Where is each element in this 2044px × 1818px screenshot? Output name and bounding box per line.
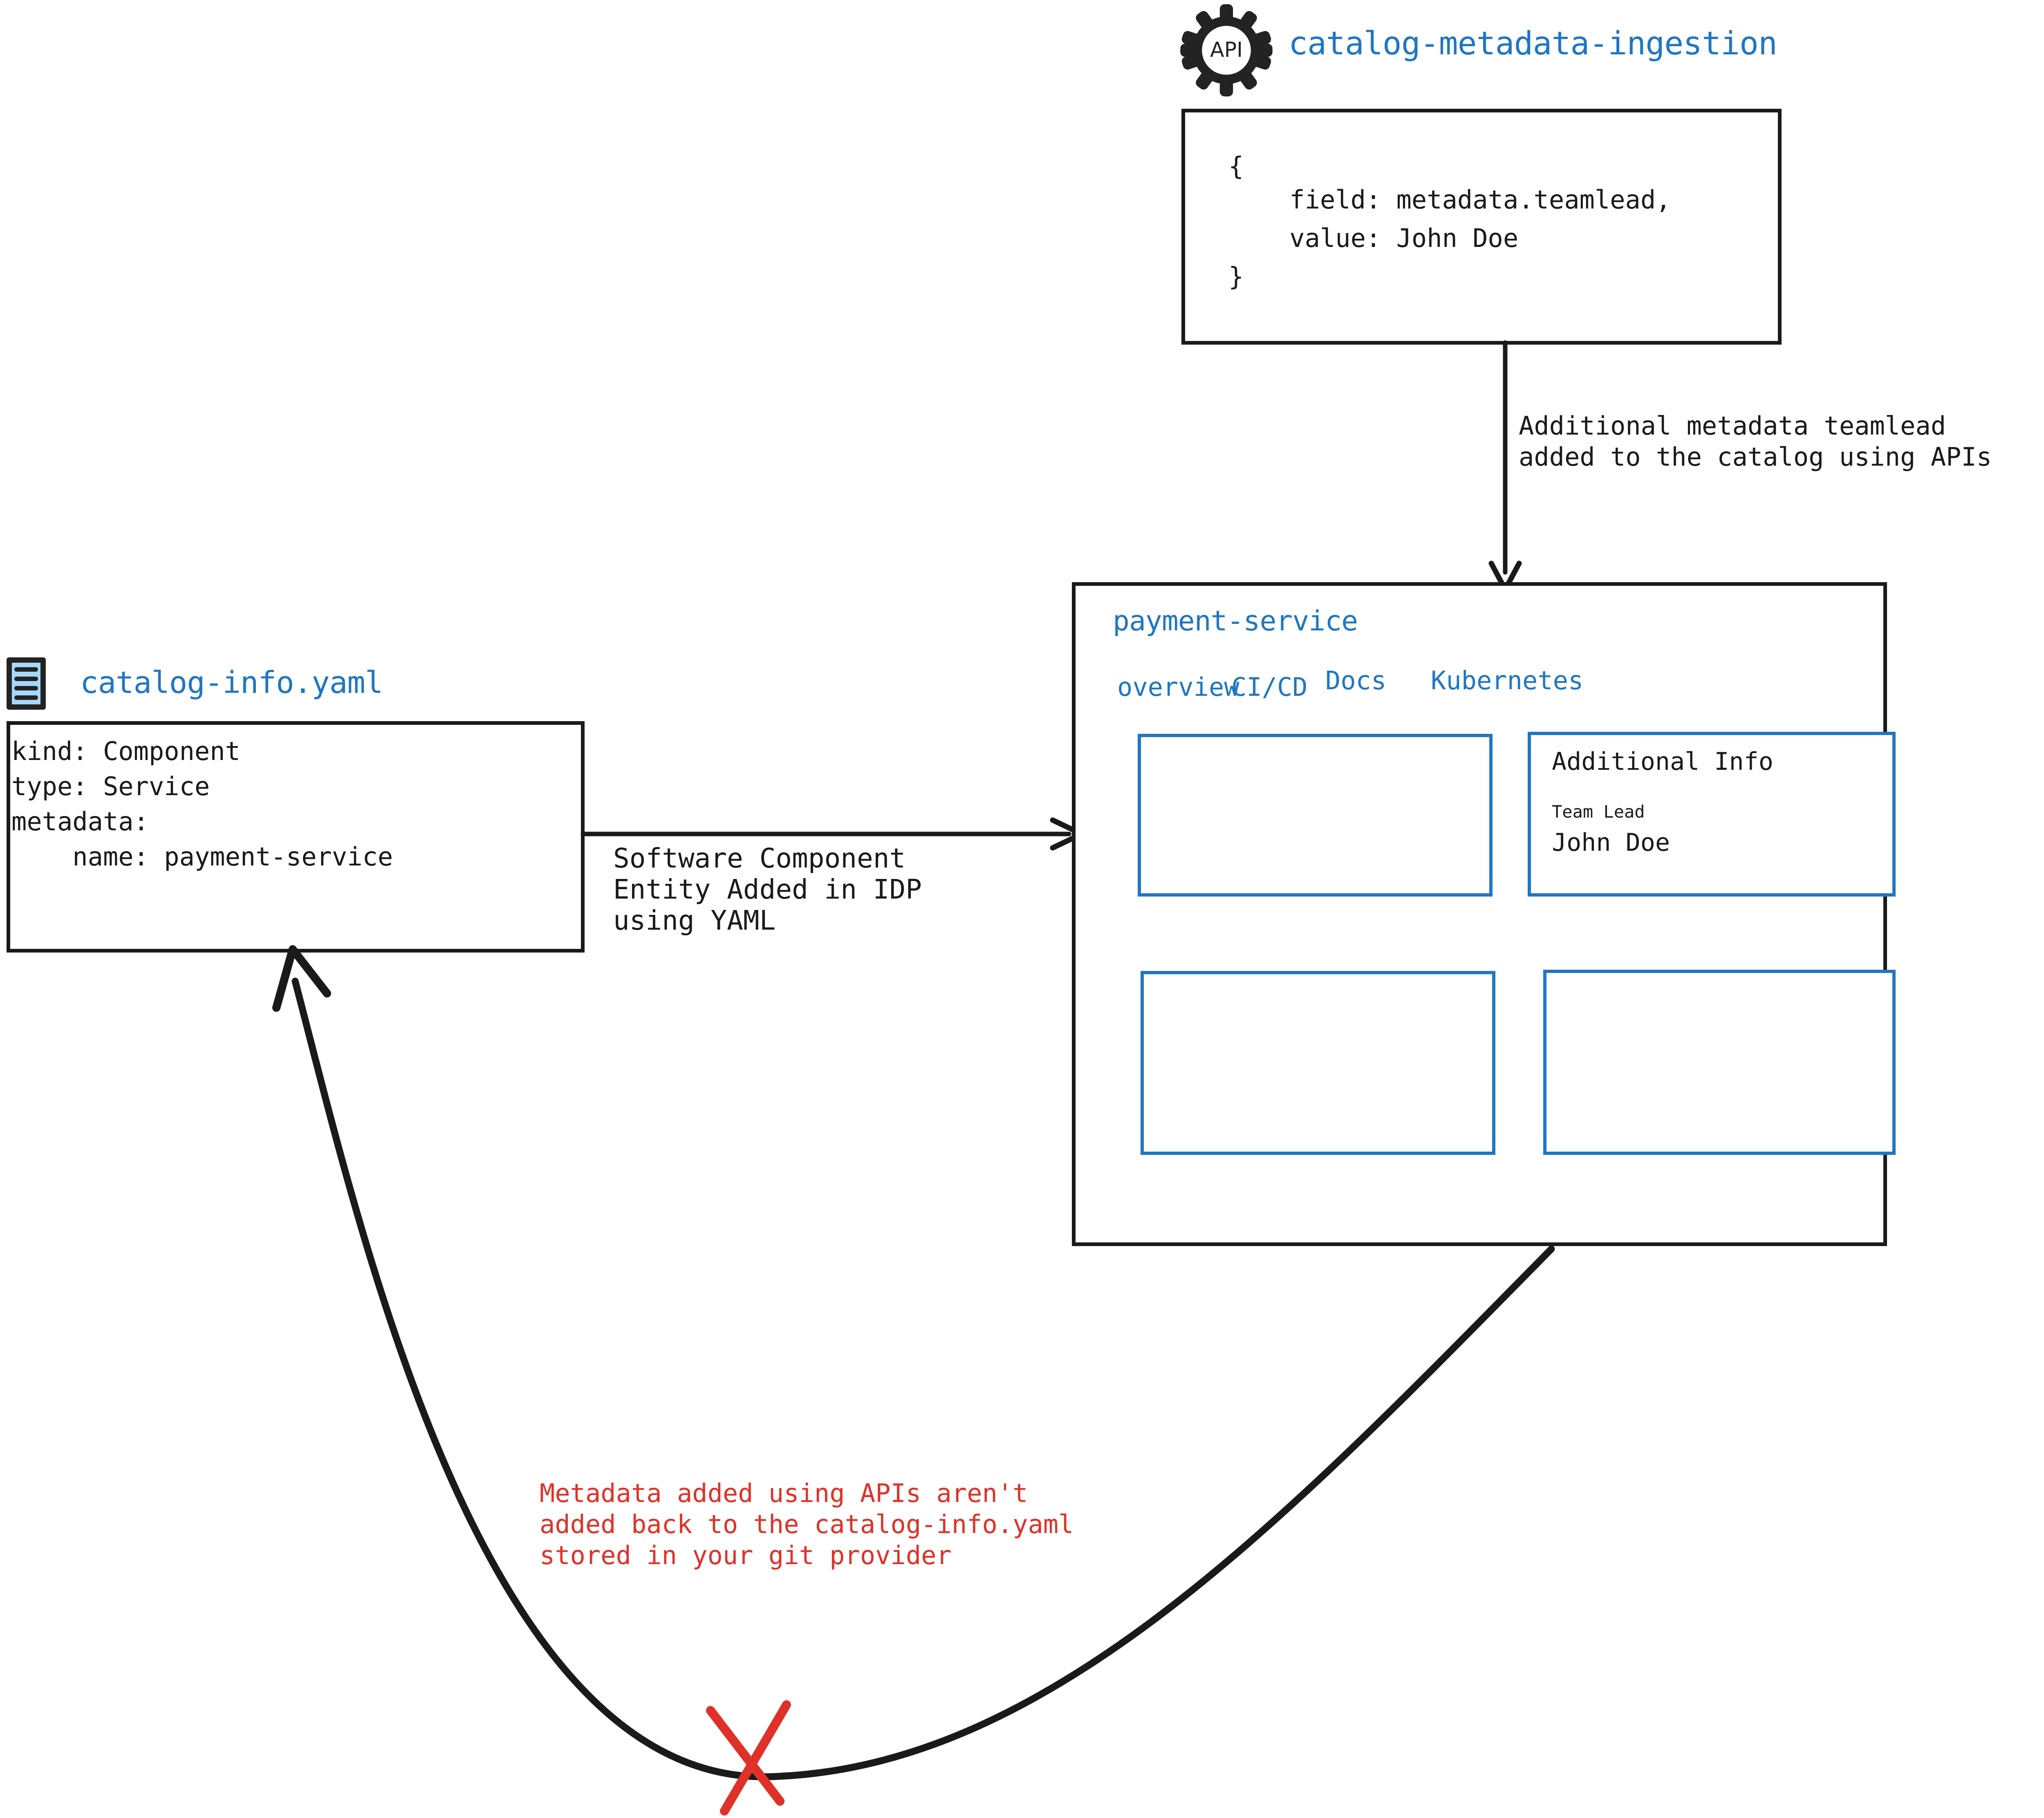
api-gear-icon: API (1179, 3, 1273, 97)
yaml-icon-line (14, 667, 38, 672)
blocked-sync-note: Metadata added using APIs aren't added b… (540, 1478, 1074, 1570)
yaml-icon-line (14, 695, 38, 700)
yaml-line-1: type: Service (11, 771, 210, 801)
yaml-icon-line (14, 677, 38, 681)
tab-docs[interactable]: Docs (1325, 666, 1387, 695)
yaml-line-2: metadata: (11, 807, 149, 836)
api-payload-line-2: value: John Doe (1228, 223, 1519, 253)
yaml-line-0: kind: Component (11, 736, 240, 766)
bottom-left-card[interactable] (1141, 971, 1495, 1155)
team-lead-label: Team Lead (1552, 802, 1645, 822)
yaml-source-title: catalog-info.yaml (80, 665, 383, 700)
additional-info-card[interactable] (1528, 732, 1896, 897)
api-payload-line-0: { (1228, 151, 1244, 181)
additional-info-heading: Additional Info (1552, 747, 1773, 776)
yaml-file-icon (7, 657, 46, 710)
api-payload-box (1181, 109, 1782, 345)
api-icon-label: API (1210, 38, 1243, 62)
api-payload-line-3: } (1228, 262, 1244, 291)
yaml-icon-line (14, 686, 38, 690)
entity-panel-title: payment-service (1113, 605, 1358, 637)
bottom-right-card[interactable] (1543, 970, 1896, 1155)
yaml-to-entity-arrow-label: Software Component Entity Added in IDP u… (613, 843, 922, 936)
api-source-title: catalog-metadata-ingestion (1289, 25, 1777, 62)
tab-overview[interactable]: overview (1117, 672, 1239, 702)
tab-kubernetes[interactable]: Kubernetes (1431, 666, 1584, 695)
overview-card[interactable] (1138, 734, 1493, 897)
team-lead-value: John Doe (1552, 828, 1670, 857)
yaml-line-3: name: payment-service (11, 842, 393, 872)
tab-ci-cd[interactable]: CI/CD (1231, 672, 1308, 702)
api-to-entity-arrow-label: Additional metadata teamlead added to th… (1519, 411, 1992, 472)
red-x-mark-icon (706, 1700, 791, 1816)
api-payload-line-1: field: metadata.teamlead, (1228, 185, 1671, 215)
